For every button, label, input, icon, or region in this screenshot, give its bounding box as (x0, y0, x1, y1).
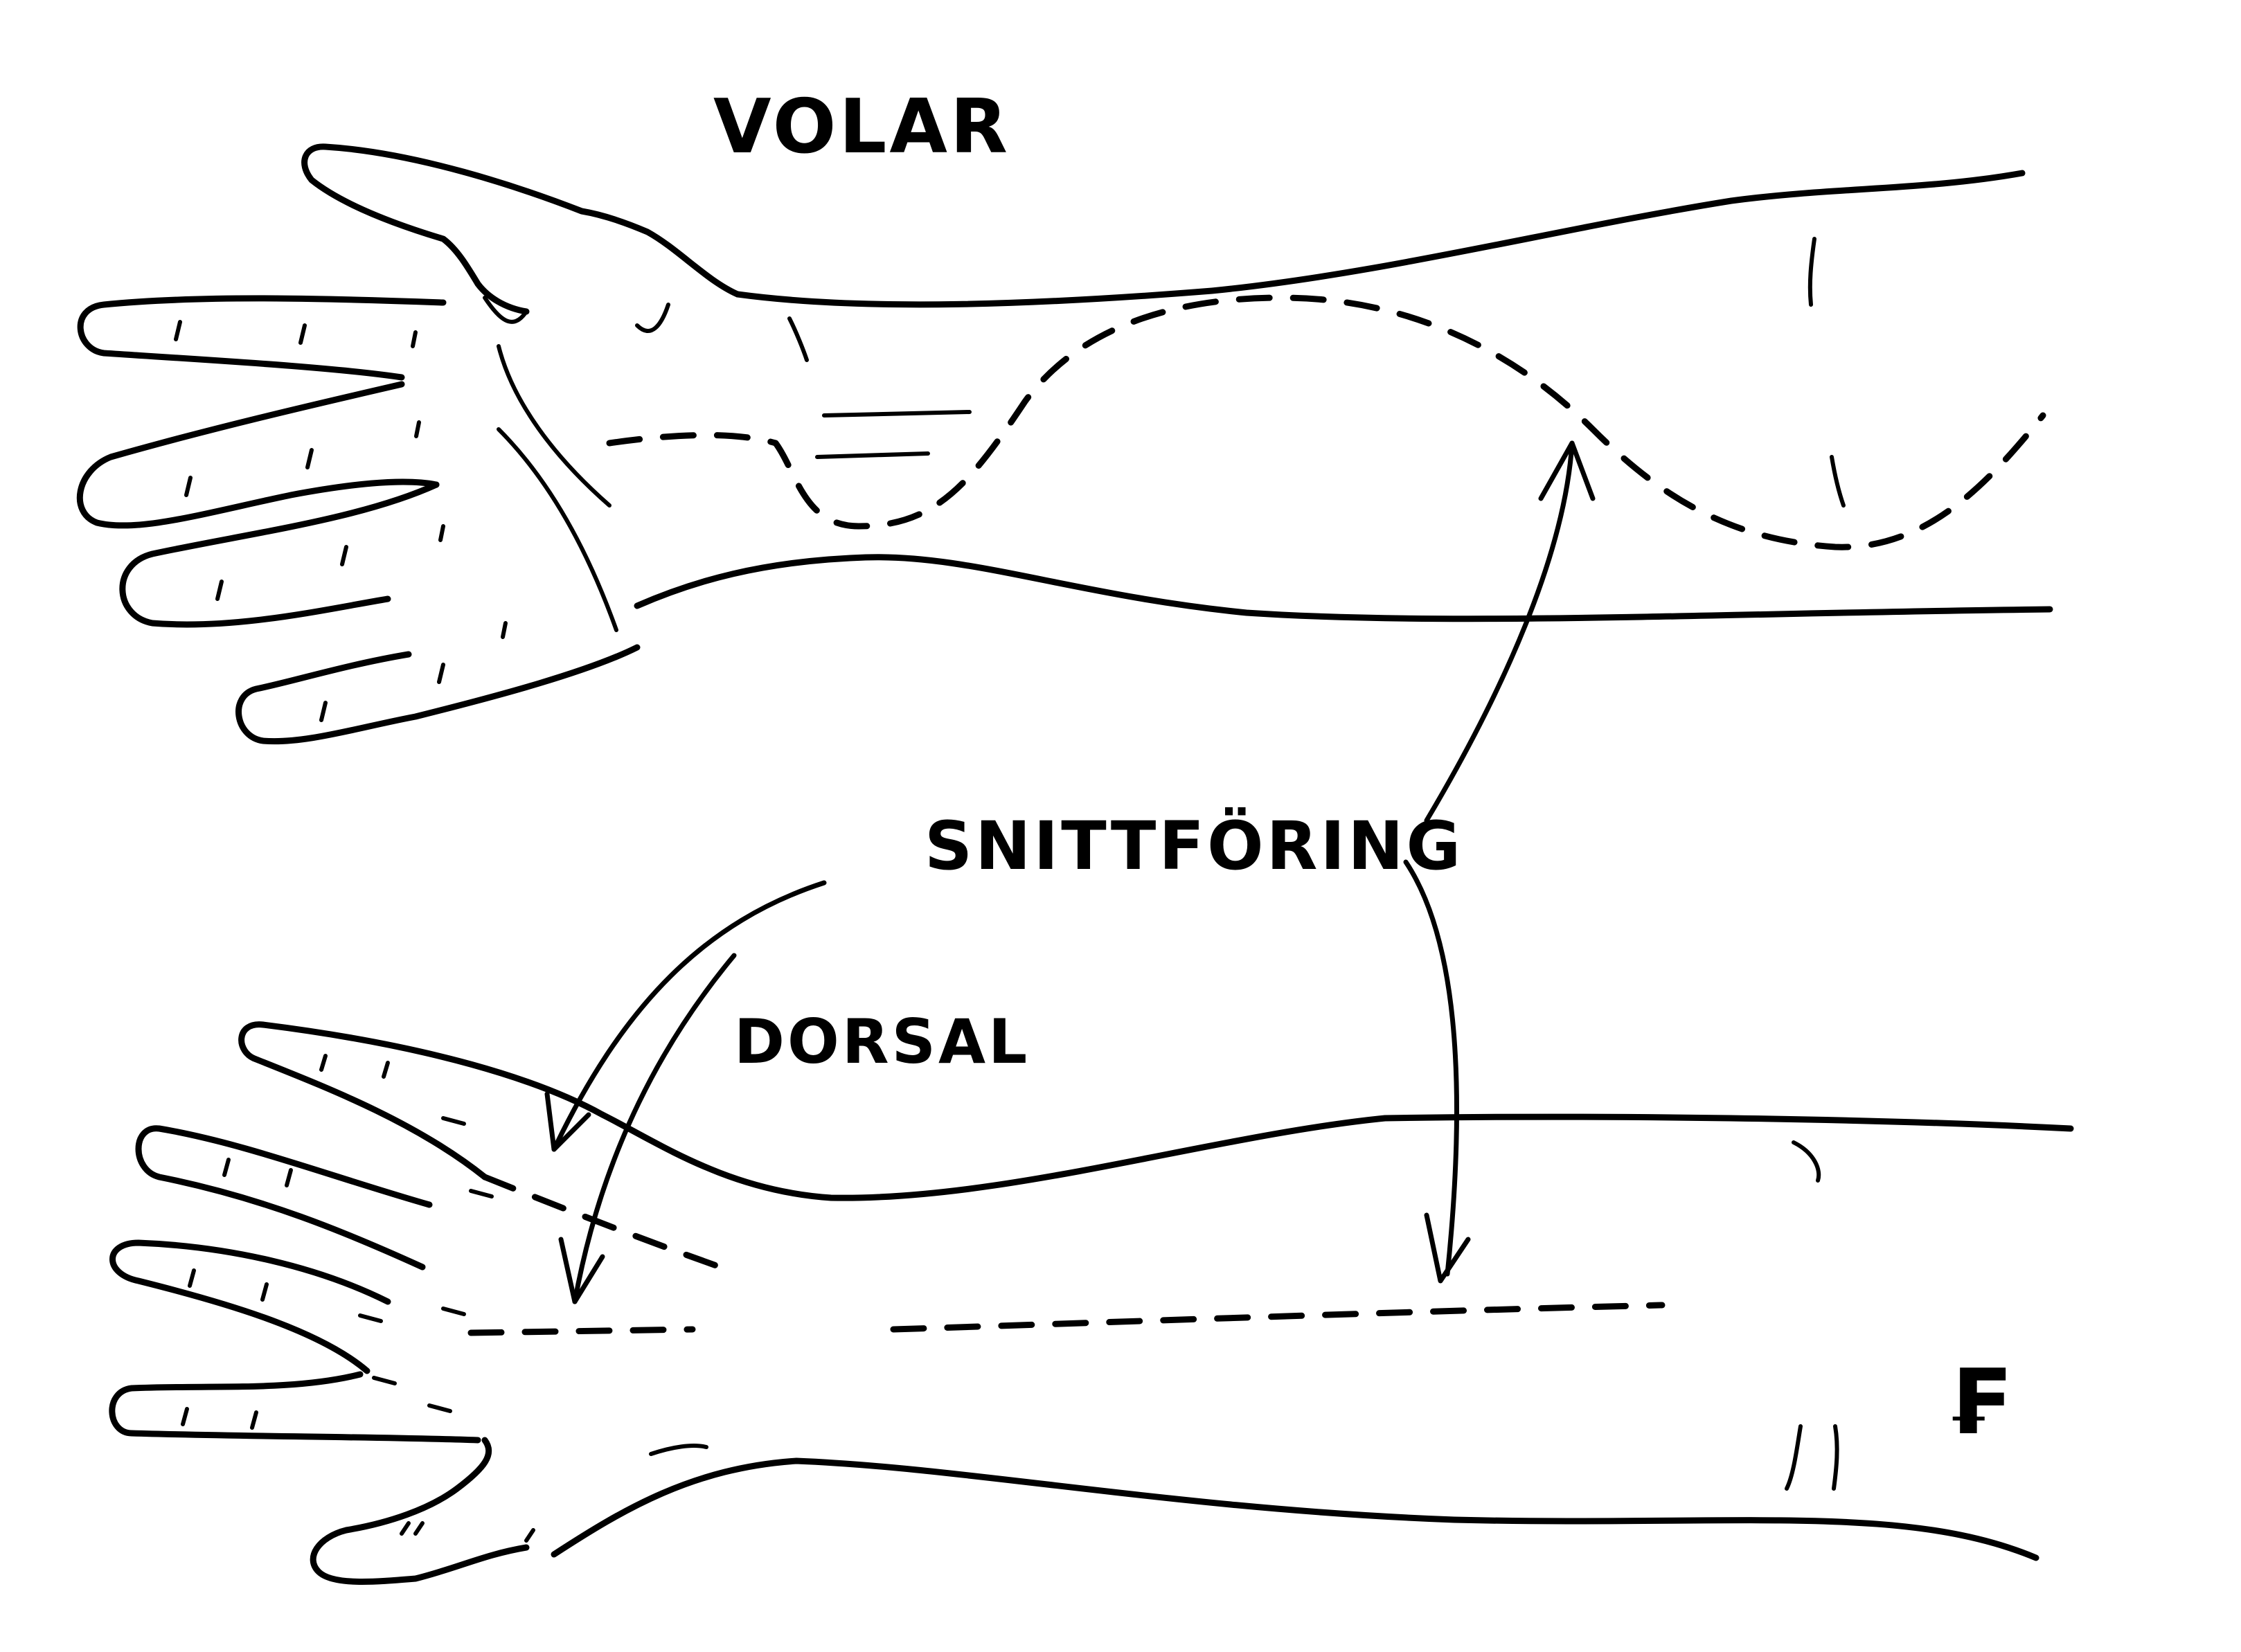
artist-signature: ₣ (1946, 1349, 2011, 1455)
volar-label: VOLAR (713, 84, 1010, 170)
volar-incision-line (606, 294, 2046, 550)
incision-label: SNITTFÖRING (925, 807, 1463, 885)
dorsal-label: DORSAL (734, 1006, 1030, 1077)
dorsal-incision-line-wrist (467, 1326, 696, 1336)
volar-arm-drawing (76, 143, 2053, 745)
incision-arrows (544, 440, 1596, 1304)
dorsal-incision-line-forearm (890, 1302, 1666, 1333)
dorsal-arm-drawing (109, 1021, 2074, 1585)
